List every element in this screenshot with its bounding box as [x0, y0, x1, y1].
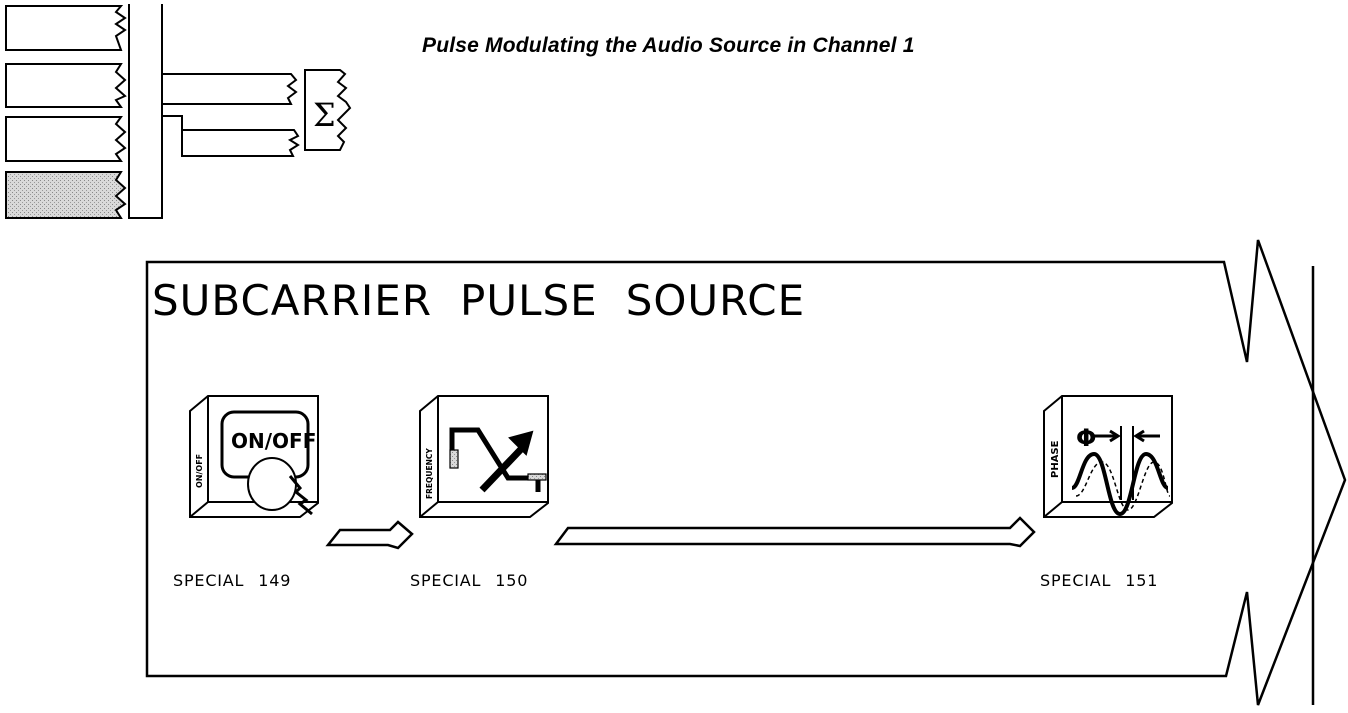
signal-bus [128, 4, 300, 219]
heading-word-1: SUBCARRIER [152, 276, 433, 325]
key-label-number: 150 [495, 571, 529, 590]
frequency-key [419, 395, 549, 518]
key-label-number: 151 [1125, 571, 1159, 590]
channel-box-2 [5, 63, 127, 108]
phase-key-side-label: PHASE [1050, 440, 1061, 478]
key-label-prefix: SPECIAL [410, 571, 482, 590]
heading-word-2: PULSE [460, 276, 598, 325]
key-label-prefix: SPECIAL [173, 571, 245, 590]
key-label-prefix: SPECIAL [1040, 571, 1112, 590]
key-label-number: 149 [258, 571, 292, 590]
phase-key [1043, 395, 1173, 518]
summer-block [304, 69, 352, 151]
heading-word-3: SOURCE [625, 276, 806, 325]
frequency-key-side-label: FREQUENCY [425, 448, 434, 499]
page-title: Pulse Modulating the Audio Source in Cha… [422, 34, 915, 57]
channel-block-diagram [5, 4, 352, 219]
channel-box-3 [5, 116, 127, 162]
phase-symbol-icon: Φ [1076, 424, 1096, 452]
key-label-149: SPECIAL 149 [173, 571, 291, 590]
connector-arrow-149-150 [325, 520, 414, 550]
channel-box-1 [5, 5, 127, 51]
subcarrier-pulse-source-heading: SUBCARRIER PULSE SOURCE [152, 276, 833, 325]
key-label-151: SPECIAL 151 [1040, 571, 1158, 590]
subcarrier-pulse-source-arrow [145, 239, 1347, 706]
on-off-key-side-label: ON/OFF [195, 454, 204, 488]
key-label-150: SPECIAL 150 [410, 571, 528, 590]
channel-box-4-highlighted [5, 171, 127, 219]
sum-symbol: Σ [313, 96, 336, 134]
connector-arrow-150-151 [553, 516, 1036, 548]
on-off-key-face-text: ON/OFF [231, 429, 316, 453]
on-off-key [189, 395, 319, 518]
